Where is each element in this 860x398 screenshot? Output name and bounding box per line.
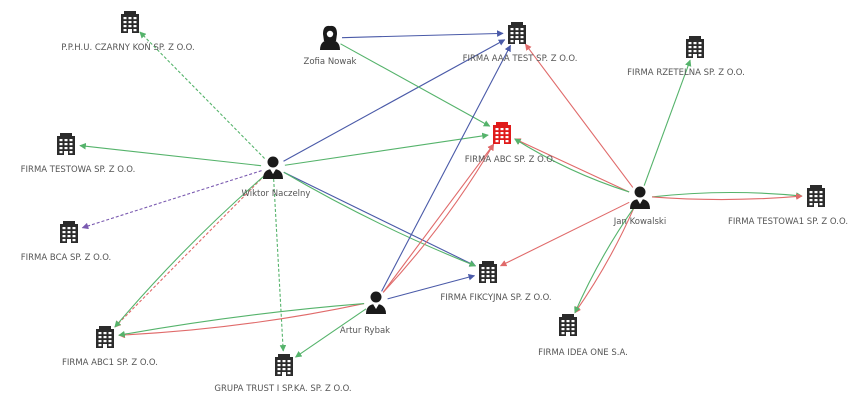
edge-artur-abc <box>382 143 495 293</box>
node-jan[interactable]: Jan Kowalski <box>613 186 666 228</box>
edge-wiktor-abc1 <box>114 175 265 328</box>
edge-wiktor-abc <box>284 132 489 166</box>
edge-wiktor-testowa <box>79 142 262 167</box>
edge-jan-abc <box>514 138 630 193</box>
edge-artur-abc <box>382 143 495 293</box>
node-label: P.P.H.U. CZARNY KOŃ SP. Z O.O. <box>61 41 194 53</box>
building-icon <box>807 185 825 207</box>
node-testowa[interactable]: FIRMA TESTOWA SP. Z O.O. <box>21 133 136 175</box>
node-label: Artur Rybak <box>340 326 390 336</box>
edge-jan-ideaone <box>574 207 635 314</box>
node-czarny[interactable]: P.P.H.U. CZARNY KOŃ SP. Z O.O. <box>61 11 195 53</box>
node-wiktor[interactable]: Wiktor Naczelny <box>242 156 311 200</box>
building-icon <box>96 326 114 348</box>
building-icon <box>479 261 497 283</box>
node-label: FIRMA TESTOWA1 SP. Z O.O. <box>728 217 848 227</box>
node-fikcyjna[interactable]: FIRMA FIKCYJNA SP. Z O.O. <box>440 261 552 303</box>
node-label: FIRMA ABC SP. Z O.O. <box>465 155 556 165</box>
edge-jan-ideaone <box>574 207 635 314</box>
edge-artur-fikcyjna <box>387 273 476 300</box>
node-artur[interactable]: Artur Rybak <box>340 291 390 337</box>
edge-zofia-abc <box>340 43 491 127</box>
building-icon <box>493 122 511 144</box>
nodes-layer: P.P.H.U. CZARNY KOŃ SP. Z O.O. Zofia Nowa… <box>21 11 848 394</box>
edge-wiktor-bca <box>81 170 262 230</box>
person-icon <box>630 186 650 209</box>
node-label: FIRMA TESTOWA SP. Z O.O. <box>21 165 136 175</box>
node-label: FIRMA AAA TEST SP. Z O.O. <box>463 54 578 64</box>
node-label: Jan Kowalski <box>613 217 666 227</box>
node-rzetelna[interactable]: FIRMA RZETELNA SP. Z O.O. <box>627 36 745 78</box>
person-icon <box>366 291 386 314</box>
edge-jan-aaa <box>524 43 634 188</box>
node-zofia[interactable]: Zofia Nowak <box>304 25 357 67</box>
node-label: GRUPA TRUST I SP.KA. SP. Z O.O. <box>214 384 351 394</box>
edge-zofia-aaa <box>341 30 504 39</box>
edges-layer <box>79 30 803 358</box>
building-icon <box>508 22 526 44</box>
edge-wiktor-fikcyjna <box>283 171 477 267</box>
edge-wiktor-abc1 <box>114 175 265 328</box>
node-label: FIRMA FIKCYJNA SP. Z O.O. <box>440 293 551 303</box>
edge-wiktor-trust <box>273 178 287 352</box>
building-icon <box>57 133 75 155</box>
node-testowa1[interactable]: FIRMA TESTOWA1 SP. Z O.O. <box>728 185 848 227</box>
edge-artur-trust <box>295 308 367 358</box>
node-label: FIRMA BCA SP. Z O.O. <box>21 253 112 263</box>
person-icon <box>320 25 340 50</box>
edge-jan-abc <box>514 138 630 193</box>
edge-wiktor-fikcyjna <box>283 171 477 267</box>
edge-jan-testowa1 <box>651 193 803 201</box>
edge-artur-aaa <box>381 44 511 292</box>
edge-wiktor-aaa <box>283 39 506 162</box>
edge-artur-abc1 <box>118 302 365 338</box>
node-label: Wiktor Naczelny <box>242 189 311 199</box>
node-label: Zofia Nowak <box>304 57 357 67</box>
node-label: FIRMA IDEA ONE S.A. <box>538 348 628 358</box>
building-icon <box>121 11 139 33</box>
edge-artur-abc1 <box>118 302 365 339</box>
node-aaa[interactable]: FIRMA AAA TEST SP. Z O.O. <box>463 22 578 64</box>
building-icon <box>275 354 293 376</box>
node-ideaone[interactable]: FIRMA IDEA ONE S.A. <box>538 314 628 358</box>
edge-wiktor-czarny <box>139 31 265 159</box>
node-abc1[interactable]: FIRMA ABC1 SP. Z O.O. <box>62 326 158 368</box>
edge-jan-testowa1 <box>651 191 803 199</box>
node-label: FIRMA RZETELNA SP. Z O.O. <box>627 68 745 78</box>
node-label: FIRMA ABC1 SP. Z O.O. <box>62 358 158 368</box>
node-bca[interactable]: FIRMA BCA SP. Z O.O. <box>21 221 112 263</box>
edge-jan-fikcyjna <box>499 201 630 267</box>
person-icon <box>263 156 283 179</box>
node-trust[interactable]: GRUPA TRUST I SP.KA. SP. Z O.O. <box>214 354 352 394</box>
node-abc[interactable]: FIRMA ABC SP. Z O.O. <box>465 122 556 165</box>
building-icon <box>559 314 577 336</box>
building-icon <box>60 221 78 243</box>
edge-jan-rzetelna <box>643 59 692 186</box>
building-icon <box>686 36 704 58</box>
